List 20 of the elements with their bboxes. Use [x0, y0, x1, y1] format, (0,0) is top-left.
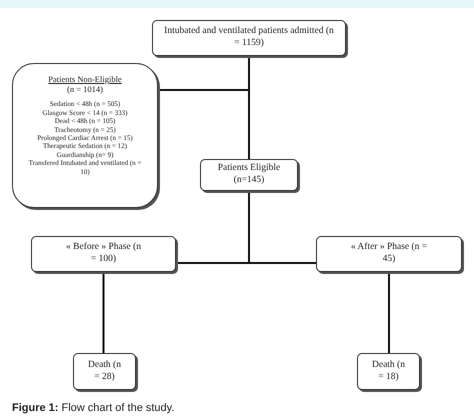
connector-line: [388, 272, 390, 353]
connector-line: [102, 272, 104, 353]
box-text: Death (n = 28): [87, 360, 122, 384]
process-box: [73, 353, 136, 390]
box-text: « Before » Phase (n = 100): [65, 242, 142, 266]
connector-line: [248, 191, 316, 264]
count-text: (n = 1014): [67, 84, 103, 94]
box-text: Patients Eligible (n=145): [216, 163, 282, 187]
process-box: [316, 236, 462, 272]
connector-line: [248, 56, 250, 159]
box-heading: Patients Non-Eligible: [48, 74, 122, 84]
box-text: « After » Phase (n = 45): [350, 242, 428, 266]
process-box: [152, 20, 346, 56]
exclusion-box: [12, 63, 158, 208]
process-box: [357, 353, 420, 390]
process-box: [200, 159, 298, 191]
process-box: [31, 236, 176, 272]
figure-caption: Figure 1: Flow chart of the study.: [12, 402, 174, 414]
box-text: Death (n = 18): [371, 360, 406, 384]
box-text: Intubated and ventilated patients admitted (n = 1159): [163, 26, 335, 50]
